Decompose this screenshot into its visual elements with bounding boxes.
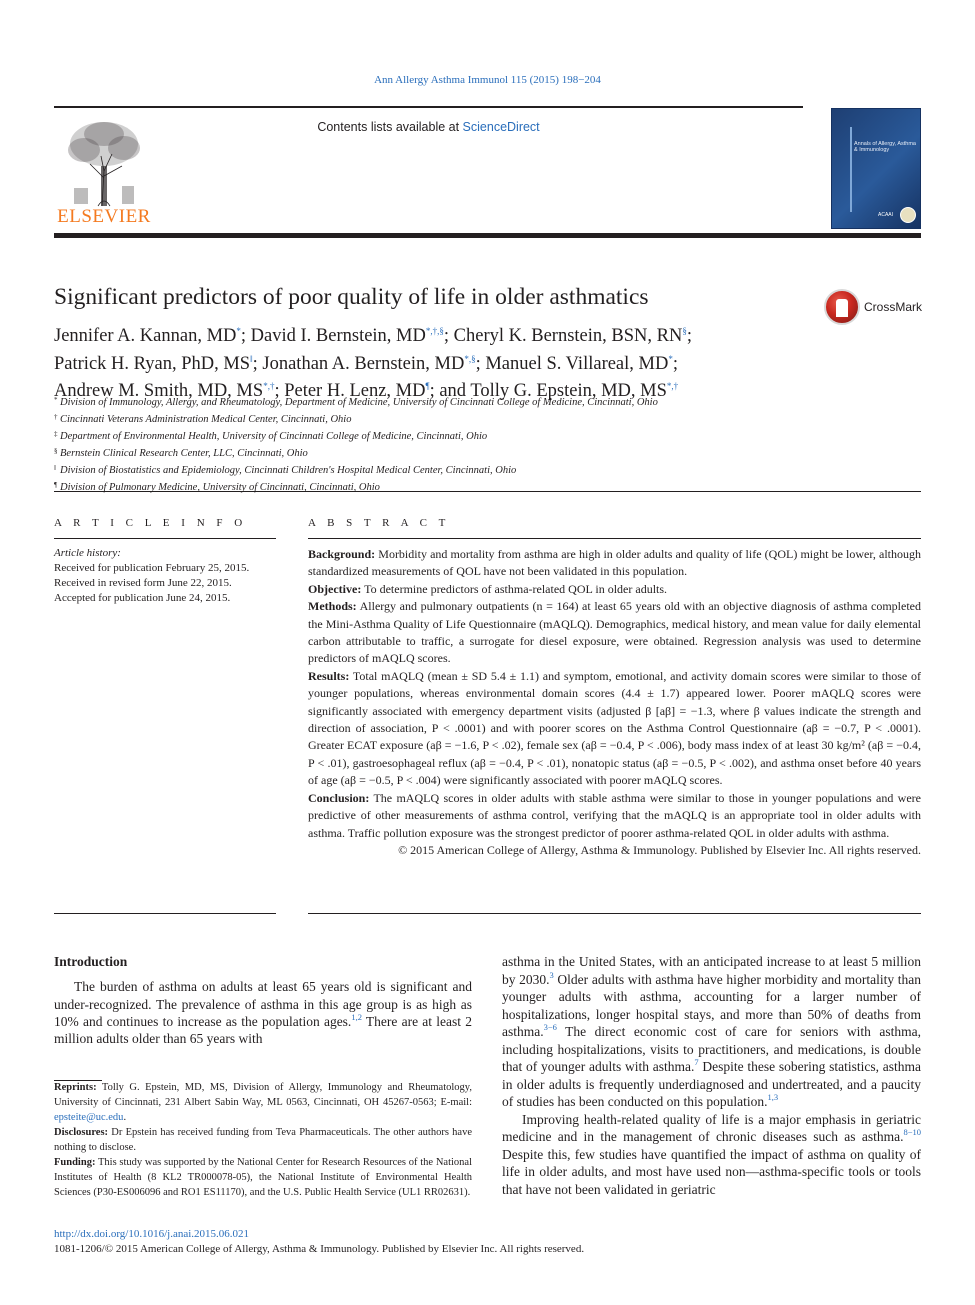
crossmark-button[interactable]: CrossMark: [824, 289, 924, 327]
cover-stripe: [850, 127, 852, 212]
author: Tolly G. Epstein, MD, MS*,†: [470, 381, 679, 401]
contents-line: Contents lists available at ScienceDirec…: [54, 120, 803, 134]
affiliation: §Bernstein Clinical Research Center, LLC…: [54, 447, 308, 459]
author: David I. Bernstein, MD*,†,§;: [250, 326, 454, 346]
author: Patrick H. Ryan, PhD, MS‖;: [54, 353, 263, 374]
author: Andrew M. Smith, MD, MS*,†;: [54, 381, 285, 401]
sciencedirect-link[interactable]: ScienceDirect: [462, 120, 540, 134]
author: Peter H. Lenz, MD¶; and: [284, 381, 471, 401]
footnote-funding: Funding: This study was supported by the…: [54, 1157, 472, 1198]
section-heading-introduction: Introduction: [54, 954, 128, 969]
author: Cheryl K. Bernstein, BSN, RN§;: [453, 326, 692, 346]
journal-reference-link[interactable]: Ann Allergy Asthma Immunol 115 (2015) 19…: [374, 74, 601, 86]
crossmark-icon: [824, 289, 860, 325]
abstract-background: Background: Morbidity and mortality from…: [308, 547, 921, 579]
journal-header: Contents lists available at ScienceDirec…: [54, 106, 803, 230]
cover-org: ACAAI: [878, 212, 894, 218]
revised-date: Received in revised form June 22, 2015.: [54, 577, 232, 589]
history-label: Article history:: [54, 547, 121, 559]
citation-link[interactable]: 1,3: [767, 1092, 779, 1102]
article-info-rule: [54, 538, 276, 539]
author: Manuel S. Villareal, MD*;: [485, 353, 678, 374]
footnote-disclosures: Disclosures: Dr Epstein has received fun…: [54, 1127, 472, 1153]
citation-link[interactable]: 7: [694, 1057, 699, 1067]
affiliation: ¶Division of Pulmonary Medicine, Univers…: [54, 481, 380, 493]
affiliation: ‡Department of Environmental Health, Uni…: [54, 430, 488, 442]
article-title: Significant predictors of poor quality o…: [54, 284, 649, 310]
accepted-date: Accepted for publication June 24, 2015.: [54, 592, 231, 604]
affiliation-list: *Division of Immunology, Allergy, and Rh…: [54, 393, 921, 495]
received-date: Received for publication February 25, 20…: [54, 562, 250, 574]
author: Jennifer A. Kannan, MD*;: [54, 326, 251, 346]
author-list: Jennifer A. Kannan, MD*; David I. Bernst…: [54, 320, 814, 403]
body-column-left: Introduction The burden of asthma on adu…: [54, 953, 472, 1047]
header-rule: [54, 233, 921, 238]
citation-link[interactable]: 3: [549, 969, 554, 980]
body-column-right: asthma in the United States, with an ant…: [502, 953, 921, 1198]
citation-link[interactable]: 1,2: [351, 1011, 362, 1022]
affiliation: *Division of Immunology, Allergy, and Rh…: [54, 396, 658, 408]
doi-link[interactable]: http://dx.doi.org/10.1016/j.anai.2015.06…: [54, 1228, 250, 1240]
elsevier-logo-text: ELSEVIER: [57, 206, 151, 227]
article-history: Article history: Received for publicatio…: [54, 546, 276, 606]
article-info-bottom-rule: [54, 913, 276, 914]
abstract-body: Background: Morbidity and mortality from…: [308, 546, 921, 859]
abstract-methods: Methods: Allergy and pulmonary outpatien…: [308, 599, 921, 666]
elsevier-tree-logo: [54, 116, 154, 228]
abstract-rule: [308, 538, 921, 539]
author: Jonathan A. Bernstein, MD*,§;: [262, 353, 486, 374]
citation-link[interactable]: 3−6: [543, 1022, 557, 1032]
abstract-results: Results: Total mAQLQ (mean ± SD 5.4 ± 1.…: [308, 668, 921, 788]
intro-paragraph-1-cont: asthma in the United States, with an ant…: [502, 954, 922, 1109]
email-link[interactable]: epsteite@uc.edu: [54, 1112, 124, 1123]
issn-copyright: 1081-1206/© 2015 American College of All…: [54, 1243, 585, 1255]
cover-seal-icon: [900, 207, 916, 223]
intro-paragraph-1: The burden of asthma on adults at least …: [54, 979, 472, 1047]
crossmark-label: CrossMark: [864, 300, 923, 314]
abstract-bottom-rule: [308, 913, 921, 914]
contents-prefix: Contents lists available at: [317, 120, 463, 134]
abstract-heading: A B S T R A C T: [308, 517, 450, 529]
journal-cover-thumbnail[interactable]: Annals of Allergy, Asthma & Immunology A…: [831, 108, 921, 229]
abstract-copyright: © 2015 American College of Allergy, Asth…: [398, 842, 921, 857]
abstract-objective: Objective: To determine predictors of as…: [308, 581, 668, 596]
affiliation-rule: [54, 491, 921, 492]
footnote-rule: [54, 1080, 102, 1081]
abstract-conclusion: Conclusion: The mAQLQ scores in older ad…: [308, 790, 921, 840]
footnotes: Reprints: Tolly G. Epstein, MD, MS, Divi…: [54, 1080, 472, 1200]
affiliation: ‖Division of Biostatistics and Epidemiol…: [54, 464, 517, 476]
article-info-heading: A R T I C L E I N F O: [54, 517, 247, 529]
cover-title: Annals of Allergy, Asthma & Immunology: [854, 141, 916, 154]
footnote-reprints: Reprints: Tolly G. Epstein, MD, MS, Divi…: [54, 1082, 472, 1123]
affiliation: †Cincinnati Veterans Administration Medi…: [54, 413, 352, 425]
citation-link[interactable]: 8−10: [903, 1127, 921, 1137]
intro-paragraph-2: Improving health-related quality of life…: [502, 1111, 921, 1197]
